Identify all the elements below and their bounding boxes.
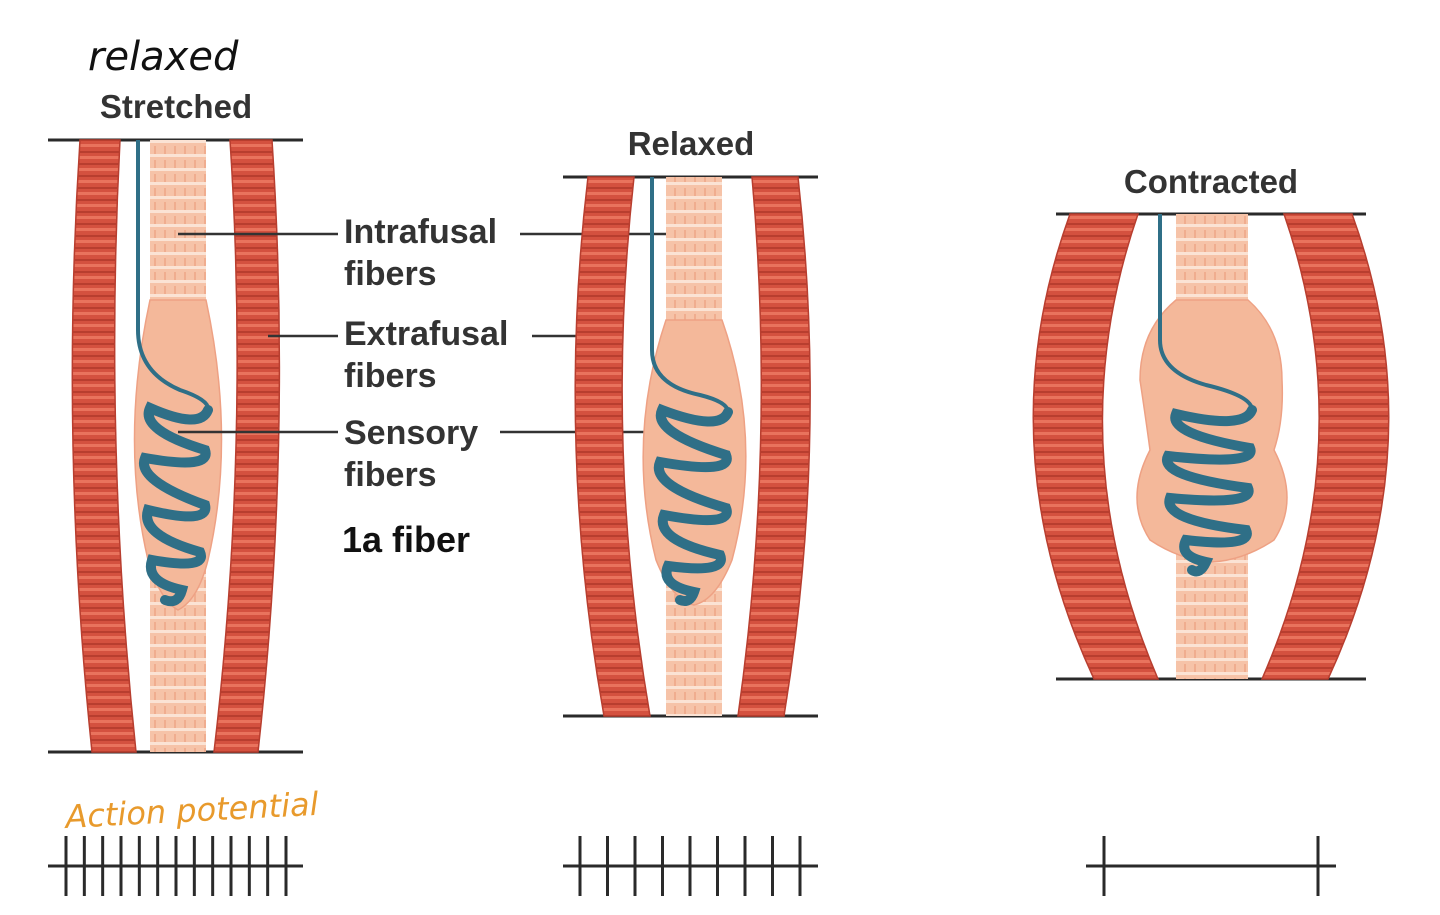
sensory-nerve-stem	[650, 177, 730, 413]
extrafusal-fiber-right	[213, 139, 281, 753]
label-1a-fiber: 1a fiber	[342, 519, 470, 560]
label-group: Intrafusal fibers Extrafusal fibers Sens…	[178, 213, 700, 560]
panel-stretched: Stretched	[48, 88, 303, 896]
sensory-nerve-stem	[136, 140, 211, 411]
label-intrafusal-line2: fibers	[344, 255, 437, 293]
extrafusal-fiber-right	[737, 176, 811, 717]
label-intrafusal-line1: Intrafusal	[344, 213, 497, 251]
extrafusal-fiber-right	[1260, 213, 1390, 680]
label-extrafusal-line2: fibers	[344, 357, 437, 395]
state-title-relaxed: Relaxed	[628, 125, 755, 162]
label-sensory-line1: Sensory	[344, 414, 478, 452]
label-extrafusal-line1: Extrafusal	[344, 315, 508, 353]
state-title-contracted: Contracted	[1124, 163, 1298, 200]
spike-train-stretched	[64, 836, 288, 896]
extrafusal-fiber-left	[1032, 213, 1160, 680]
sensory-coil	[653, 403, 733, 606]
handwritten-action-potential-note: Action potential	[62, 785, 319, 836]
panel-relaxed: Relaxed	[563, 125, 818, 896]
extrafusal-fiber-left	[574, 176, 651, 717]
state-title-stretched: Stretched	[100, 88, 252, 125]
spike-train-contracted	[1102, 836, 1320, 896]
sensory-nerve-stem	[1158, 214, 1254, 411]
spike-train-relaxed	[578, 836, 802, 896]
handwritten-relaxed-note: relaxed	[88, 34, 239, 80]
extrafusal-fiber-left	[71, 139, 137, 753]
panel-contracted: Contracted	[1032, 163, 1390, 896]
label-sensory-line2: fibers	[344, 456, 437, 494]
sensory-coil	[139, 401, 213, 607]
sensory-coil	[1162, 405, 1257, 577]
